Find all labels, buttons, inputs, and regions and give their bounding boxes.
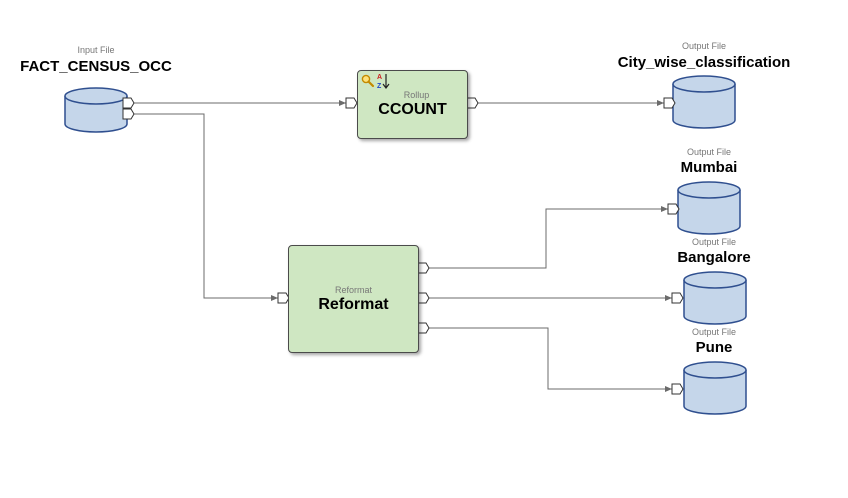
edge-reformat-to-mumbai[interactable]: [428, 206, 668, 269]
bangalore-type-label: Output File: [691, 237, 737, 247]
in-port: [667, 203, 680, 215]
in-port: [671, 292, 684, 304]
fact-census-type-label: Input File: [77, 45, 115, 55]
rollup-type-label: Rollup: [403, 90, 430, 100]
rollup-name: CCOUNT: [378, 101, 447, 118]
reformat-in-port[interactable]: [277, 292, 290, 304]
out-port-2: [122, 108, 135, 120]
citywise-type-label: Output File: [681, 41, 727, 51]
pune-cylinder-icon[interactable]: [671, 361, 747, 415]
svg-text:Z: Z: [377, 83, 382, 90]
edge-fact-to-reformat[interactable]: [134, 113, 278, 301]
bangalore-name[interactable]: Bangalore: [677, 249, 751, 266]
out-port-1: [122, 97, 135, 109]
mumbai-type-label: Output File: [686, 147, 732, 157]
citywise-name[interactable]: City_wise_classification: [617, 54, 791, 71]
reformat-out-port-2[interactable]: [417, 322, 430, 334]
rollup-in-port[interactable]: [345, 97, 358, 109]
rollup-out-port[interactable]: [466, 97, 479, 109]
reformat-out-port-1[interactable]: [417, 292, 430, 304]
sort-az-icon: A Z: [377, 74, 390, 90]
reformat-name: Reformat: [318, 296, 389, 313]
in-port: [663, 97, 676, 109]
edge-reformat-to-pune[interactable]: [428, 327, 672, 392]
fact-census-cylinder-icon[interactable]: [64, 87, 135, 133]
reformat-component[interactable]: Reformat Reformat: [288, 245, 419, 353]
rollup-component[interactable]: A Z Rollup CCOUNT: [357, 70, 468, 139]
reformat-type-label: Reformat: [334, 285, 372, 295]
pune-name[interactable]: Pune: [695, 339, 733, 356]
reformat-out-port-0[interactable]: [417, 262, 430, 274]
pune-type-label: Output File: [691, 327, 737, 337]
bangalore-cylinder-icon[interactable]: [671, 271, 747, 325]
mumbai-name[interactable]: Mumbai: [680, 159, 738, 176]
edges: [134, 100, 672, 392]
citywise-cylinder-icon[interactable]: [663, 75, 736, 129]
magnifier-icon: [361, 74, 375, 88]
svg-text:A: A: [377, 74, 382, 81]
in-port: [671, 383, 684, 395]
fact-census-name[interactable]: FACT_CENSUS_OCC: [20, 58, 172, 75]
mumbai-cylinder-icon[interactable]: [667, 181, 741, 235]
